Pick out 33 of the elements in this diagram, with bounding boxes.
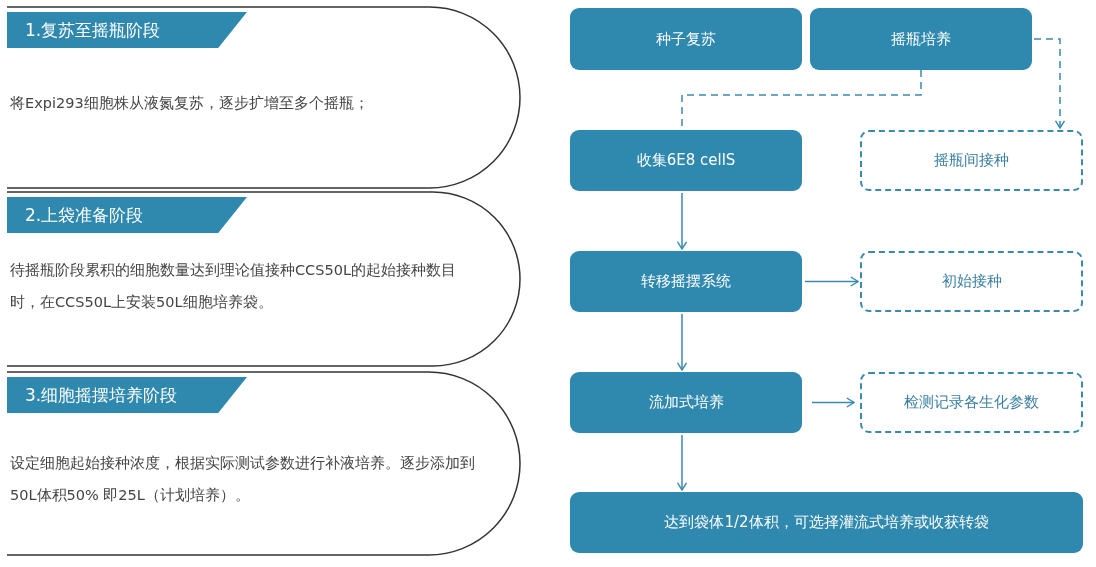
arrow: [804, 276, 859, 287]
stage-panel: [7, 7, 520, 188]
step-label: 达到袋体1/2体积，可选择灌流式培养或收获转袋: [664, 513, 989, 532]
stage-description: 设定细胞起始接种浓度，根据实际测试参数进行补液培养。逐步添加到50L体积50% 即25L（计划培养）。: [10, 454, 476, 505]
step-label: 收集6E8 cellS: [636, 151, 736, 170]
stage-description: 待摇瓶阶段累积的细胞数量达到理论值接种CCS50L的起始接种数目时，在CCS50L上安装50L细胞培养袋。: [10, 261, 457, 312]
dashed-step-box: [860, 251, 1083, 312]
stage-description: 将Expi293细胞株从液氮复苏，逐步扩增至多个摇瓶；: [10, 94, 370, 113]
arrow: [676, 434, 688, 491]
arrow: [811, 397, 855, 408]
step-label: 初始接种: [941, 272, 1002, 291]
dashed-connector: [1033, 38, 1066, 129]
step-box: [570, 251, 802, 312]
step-label: 摇瓶间接种: [934, 151, 1009, 170]
step-box: [810, 8, 1032, 70]
step-label: 检测记录各生化参数: [904, 393, 1039, 412]
step-label: 种子复苏: [656, 29, 716, 49]
step-label: 转移摇摆系统: [641, 272, 731, 291]
step-box: [570, 130, 802, 191]
step-label: 摇瓶培养: [891, 29, 951, 49]
step-box: [570, 372, 802, 433]
arrow: [676, 192, 688, 250]
stage-heading: 2.上袋准备阶段: [7, 197, 247, 233]
stage-heading: 3.细胞摇摆培养阶段: [7, 377, 247, 413]
dashed-step-box: [860, 372, 1083, 433]
stage-heading: 1.复苏至摇瓶阶段: [7, 12, 247, 48]
step-box: [570, 492, 1083, 553]
stage-panel: [7, 192, 520, 366]
stage-panel: [7, 372, 520, 555]
arrow: [676, 313, 688, 371]
step-label: 流加式培养: [648, 393, 724, 412]
step-box: [570, 8, 802, 70]
dashed-step-box: [860, 130, 1083, 191]
